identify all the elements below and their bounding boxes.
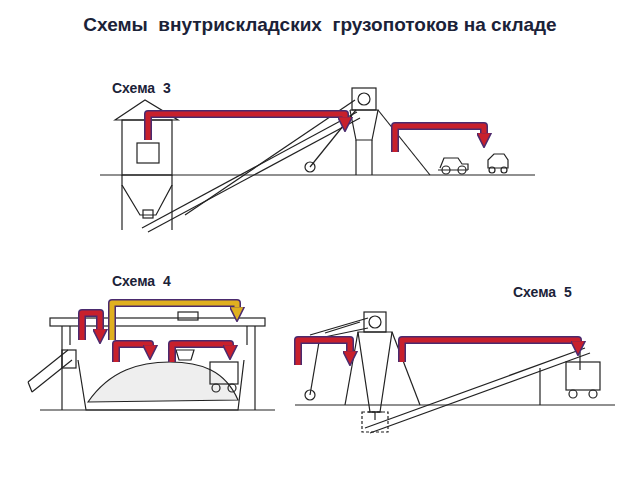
diagram-title: Схемы внутрискладских грузопотоков на ск… (83, 14, 556, 36)
flow-arrows (82, 114, 578, 365)
scheme-label: Схема 4 (112, 273, 171, 289)
scheme-label: Схема 3 (112, 80, 171, 96)
line-drawing (28, 88, 615, 433)
scheme-label: Схема 5 (513, 284, 572, 300)
